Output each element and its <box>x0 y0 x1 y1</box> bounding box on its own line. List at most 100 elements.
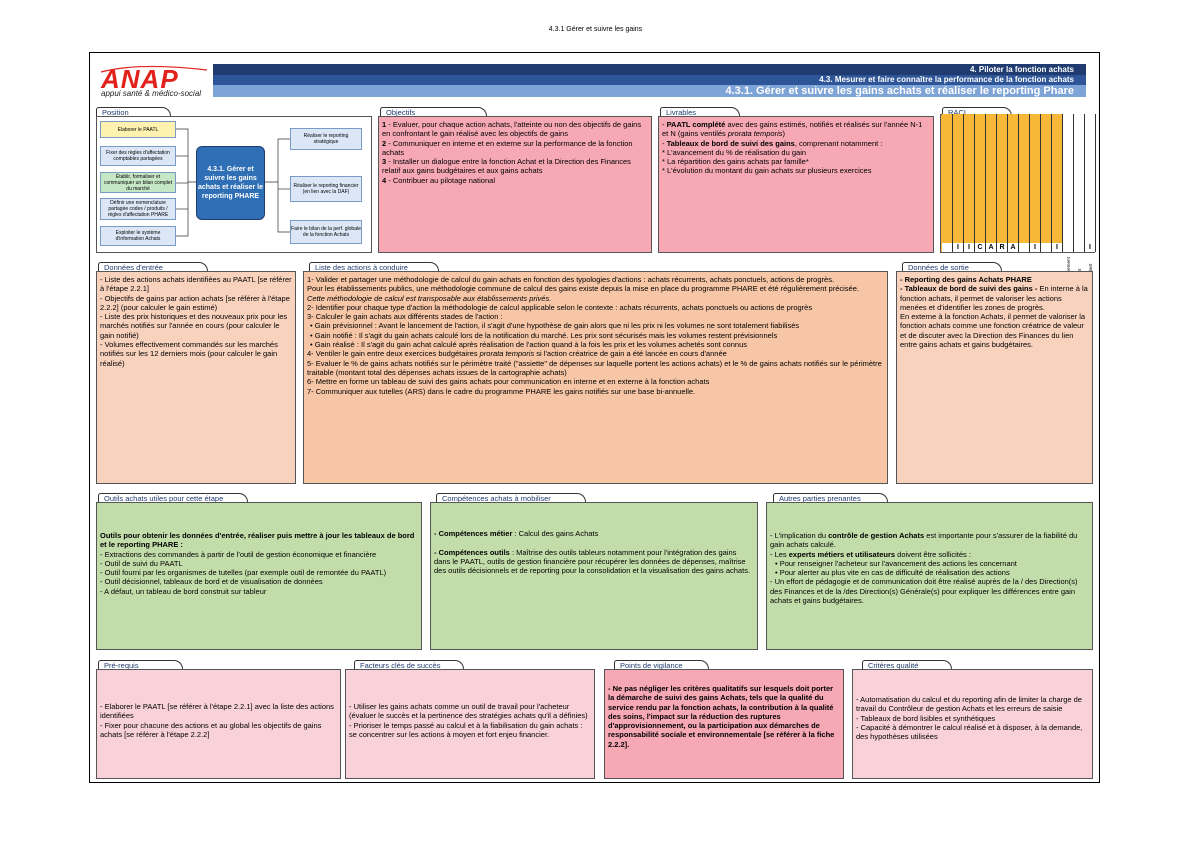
outil-item: - Outil fourni par les organismes de tut… <box>100 568 387 578</box>
outil-item: - Outil décisionnel, tableaux de bord et… <box>100 577 323 587</box>
objectif-text: - Communiquer en interne et en externe s… <box>382 138 633 157</box>
partie-3: - Un effort de pédagogie et de communica… <box>770 577 1078 606</box>
position-center-step: 4.3.1. Gérer et suivre les gains achats … <box>196 146 265 220</box>
sortie-tdb-title: - Tableaux de bord de suivi des gains - <box>900 284 1040 294</box>
outil-item: - Extractions des commandes à partir de … <box>100 549 377 559</box>
raci-role-column: Acheteur <box>986 114 997 358</box>
raci-letter <box>1019 243 1030 252</box>
outils-tab: Outils achats utiles pour cette étape <box>98 493 248 503</box>
raci-role-column: Gestionnaire de commande & approvisionne… <box>1063 114 1074 358</box>
competence-outils-text: : Maîtrise des outils tableurs notamment… <box>434 547 751 576</box>
objectif-num: 3 <box>382 157 387 167</box>
qualite-tab: Critères qualité <box>862 660 952 670</box>
qualite-item: - Tableaux de bord lisibles et synthétiq… <box>856 713 996 723</box>
partie-bullet: • Pour alerter au plus vite en cas de di… <box>775 568 1010 578</box>
entree-item: - Volumes effectivement commandés sur le… <box>100 340 278 368</box>
raci-role-column: Cellule Juridique <box>1030 114 1041 358</box>
raci-role-column: Responsable Logistique Approvisionnement <box>1074 114 1085 358</box>
raci-letter <box>1041 243 1052 252</box>
objectifs-tab: Objectifs <box>380 107 487 117</box>
competences-tab: Compétences achats à mobiliser <box>436 493 586 503</box>
parties-tab: Autres parties prenantes <box>773 493 888 503</box>
objectif-num: 4 <box>382 175 387 185</box>
action-1c: Cette méthodologie de calcul est transpo… <box>307 293 552 303</box>
objectifs-box: 1 - Evaluer, pour chaque action achats, … <box>378 116 652 253</box>
objectif-text: - Evaluer, pour chaque action achats, l'… <box>382 120 642 139</box>
sortie-externe: En externe à la fonction Achats, il perm… <box>900 312 1086 350</box>
facteurs-box: - Utiliser les gains achats comme un out… <box>345 669 595 779</box>
action-6: 6- Mettre en forme un tableau de suivi d… <box>307 377 710 387</box>
outils-box: Outils pour obtenir les données d'entrée… <box>96 502 422 650</box>
donnees-entree-box: - Liste des actions achats identifiées a… <box>96 271 296 484</box>
raci-role-column: Contrôleur de gestion Achats <box>1019 114 1030 358</box>
raci-letter: I <box>953 243 964 252</box>
facteurs-tab: Facteurs clés de succès <box>354 660 464 670</box>
action-3-bullet: • Gain notifié : Il s'agit du gain achat… <box>310 330 778 340</box>
facteur-item: - Prioriser le temps passé au calcul et … <box>349 720 583 739</box>
competence-metier-text: : Calcul des gains Achats <box>512 529 599 538</box>
raci-letter <box>942 243 953 252</box>
raci-letter: A <box>986 243 997 252</box>
raci-role-column: Responsable de famille d'Achats <box>997 114 1008 358</box>
objectif-num: 1 <box>382 120 387 129</box>
position-left-item: Établir, formaliser et communiquer un bi… <box>100 172 176 193</box>
raci-letter: I <box>1052 243 1063 252</box>
qualite-box: - Automatisation du calcul et du reporti… <box>852 669 1093 779</box>
livrable-tdb-text: , comprenant notamment : <box>794 138 883 148</box>
position-tab: Position <box>96 107 171 117</box>
raci-letter: A <box>1008 243 1019 252</box>
objectif-text: - Contribuer au pilotage national <box>386 175 495 185</box>
objectif-text: - Installer un dialogue entre la fonctio… <box>382 157 631 176</box>
action-3: 3- Calculer le gain achats aux différent… <box>307 312 503 322</box>
partie-2a: - Les <box>770 549 789 559</box>
partie-1a: - L'implication du <box>770 531 829 540</box>
partie-2c: doivent être sollicités : <box>895 549 971 559</box>
vigilance-text: - Ne pas négliger les critères qualitati… <box>608 684 835 749</box>
sheet-frame <box>89 52 1100 783</box>
partie-2b: experts métiers et utilisateurs <box>788 549 896 559</box>
action-1: 1- Valider et partager une méthodologie … <box>307 275 835 284</box>
raci-role-column: Cellule Comptabilité / Fournisseur <box>1041 114 1052 358</box>
prerequis-tab: Pré-requis <box>98 660 183 670</box>
raci-letter: I <box>1085 243 1096 252</box>
position-left-item: Elaborer le PAATL <box>100 121 176 138</box>
partie-1b: contrôle de gestion Achats <box>828 531 925 540</box>
raci-role-column: Utilisateur <box>942 114 953 358</box>
raci-letter <box>1074 243 1085 252</box>
entree-item: - Liste des prix historiques et des nouv… <box>100 312 288 340</box>
position-right-item: Faire le bilan de la perf. globale de la… <box>290 220 362 244</box>
actions-tab: Liste des actions à conduire <box>309 262 439 272</box>
position-left-item: Fixer des règles d'affectation comptable… <box>100 146 176 166</box>
livrables-box: - PAATL complété avec des gains estimés,… <box>658 116 934 253</box>
raci-role-column: Directeur Financier <box>1052 114 1063 358</box>
objectif-num: 2 <box>382 138 387 148</box>
livrable-paatl-end: ) <box>782 129 785 139</box>
qualite-item: - Automatisation du calcul et du reporti… <box>856 695 1082 714</box>
raci-letter: C <box>975 243 986 252</box>
action-2: 2- Identifier pour chaque type d'action … <box>307 302 813 312</box>
livrable-paatl-ital: prorata temporis <box>727 129 783 139</box>
prerequis-item: - Fixer pour chacune des actions et au g… <box>100 720 322 739</box>
action-4: 4- Ventiler le gain entre deux exercices… <box>307 349 884 358</box>
position-left-item: Exploiter le système d'information Achat… <box>100 226 176 246</box>
livrable-bullet: L'avancement du % de réalisation du gain <box>667 147 807 157</box>
entree-item: - Liste des actions achats identifiées a… <box>100 275 292 294</box>
sortie-reporting: - Reporting des gains Achats PHARE <box>900 275 1032 284</box>
vigilance-tab: Points de vigilance <box>614 660 709 670</box>
donnees-sortie-box: - Reporting des gains Achats PHARE - Tab… <box>896 271 1093 484</box>
raci-letter: I <box>964 243 975 252</box>
page-header: 4.3.1 Gérer et suivre les gains <box>548 26 643 33</box>
action-3-bullet: • Gain prévisionnel : Avant le lancement… <box>310 321 800 331</box>
raci-role-column: Référent / Achats <box>964 114 975 358</box>
qualite-item: - Capacité à démontrer le calcul réalisé… <box>856 722 1083 742</box>
livrable-bullet: L'évolution du montant du gain achats su… <box>667 166 872 176</box>
action-4-end: si l'action créatrice de gain a été lanc… <box>534 349 727 359</box>
band-level1: 4. Piloter la fonction achats <box>213 64 1086 75</box>
action-4-ital: prorata temporis <box>479 349 535 359</box>
livrable-bullet: La répartition des gains achats par fami… <box>667 157 809 167</box>
action-4-text: 4- Ventiler le gain entre deux exercices… <box>307 349 480 359</box>
partie-1c: est importante pour s'assurer de la fiab… <box>770 531 1078 550</box>
livrable-tdb: Tableaux de bord de suivi des gains <box>666 138 795 148</box>
raci-role-column: Directeur d'Etablissement ou son représe… <box>1085 114 1096 358</box>
raci-letter: I <box>1030 243 1041 252</box>
